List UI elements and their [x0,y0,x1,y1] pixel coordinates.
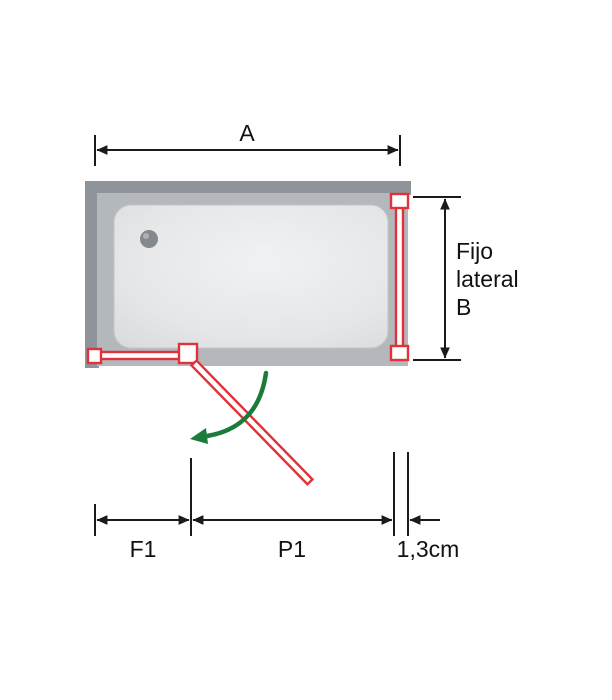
label-lateral: lateral [456,266,519,292]
fixed-panel-glass [394,199,405,355]
label-p1: P1 [278,536,306,562]
label-fijo: Fijo [456,238,493,264]
pivot-door [189,358,315,486]
label-f1: F1 [130,536,157,562]
wall-top [85,181,411,195]
fixed-panel-f1 [86,342,199,365]
swing-arrowhead-icon [190,428,208,444]
label-dimension-a: A [239,120,255,146]
dimension-a: A [94,120,401,166]
dimension-bottom: F1 P1 1,3cm [94,452,460,562]
f1-wall-profile [86,347,103,365]
door-hinge [177,342,199,365]
dimension-b: Fijo lateral B [413,196,519,361]
tray-surface [113,204,389,349]
door-glass [189,358,315,486]
wall-left [85,181,99,368]
panel-bracket-bottom [389,344,410,362]
drain-icon [140,230,158,248]
shower-tray [85,181,411,368]
swing-arc [204,370,269,439]
door-swing-arrow [190,370,269,444]
label-b: B [456,294,471,320]
fixed-panel-right [389,192,410,362]
drain-highlight [143,233,149,239]
panel-bracket-top [389,192,410,210]
f1-glass [95,350,183,361]
label-gap: 1,3cm [397,536,460,562]
